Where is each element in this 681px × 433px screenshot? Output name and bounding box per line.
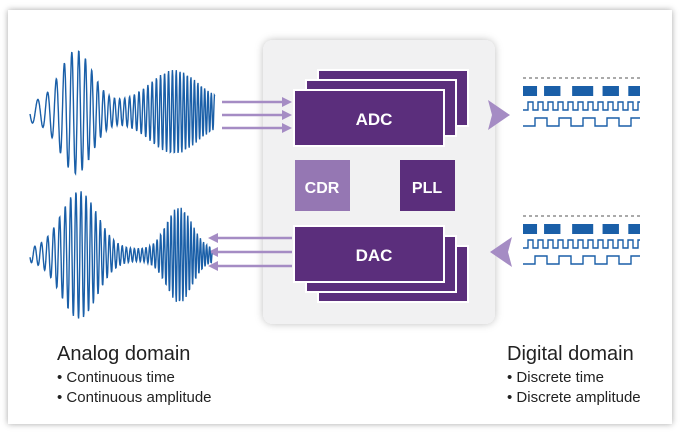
analog-input-waveform: [29, 50, 216, 176]
digital-domain-title: Digital domain: [507, 343, 634, 365]
analog-domain-title: Analog domain: [57, 343, 191, 365]
adc-output-arrowhead: [488, 100, 510, 130]
digital-bullet-2-text: Discrete amplitude: [516, 389, 641, 406]
digital-bullet-2: • Discrete amplitude: [507, 389, 641, 406]
cdr-label: CDR: [305, 180, 340, 197]
dac-label: DAC: [356, 246, 393, 265]
analog-output-waveform: [29, 191, 213, 319]
digital-input-signals: [523, 215, 640, 265]
analog-bullet-1: • Continuous time: [57, 369, 175, 386]
cdr-block: [295, 160, 350, 211]
digital-output-signals: [523, 77, 640, 127]
digital-bullet-1: • Discrete time: [507, 369, 604, 386]
analog-bullet-2: • Continuous amplitude: [57, 389, 212, 406]
adc-label: ADC: [356, 110, 393, 129]
dac-block-stack: DAC: [293, 225, 469, 303]
dac-output-arrows: [208, 233, 292, 271]
adc-block-stack: ADC: [293, 69, 469, 147]
dac-block: [293, 225, 445, 283]
analog-bullet-2-text: Continuous amplitude: [66, 389, 212, 406]
analog-bullet-1-text: Continuous time: [66, 369, 175, 386]
pll-label: PLL: [412, 180, 442, 197]
digital-bullet-1-text: Discrete time: [516, 369, 604, 386]
pll-block: [400, 160, 455, 211]
adc-input-arrows: [222, 97, 292, 133]
dac-input-arrowhead: [490, 237, 512, 267]
adc-block: [293, 89, 445, 147]
